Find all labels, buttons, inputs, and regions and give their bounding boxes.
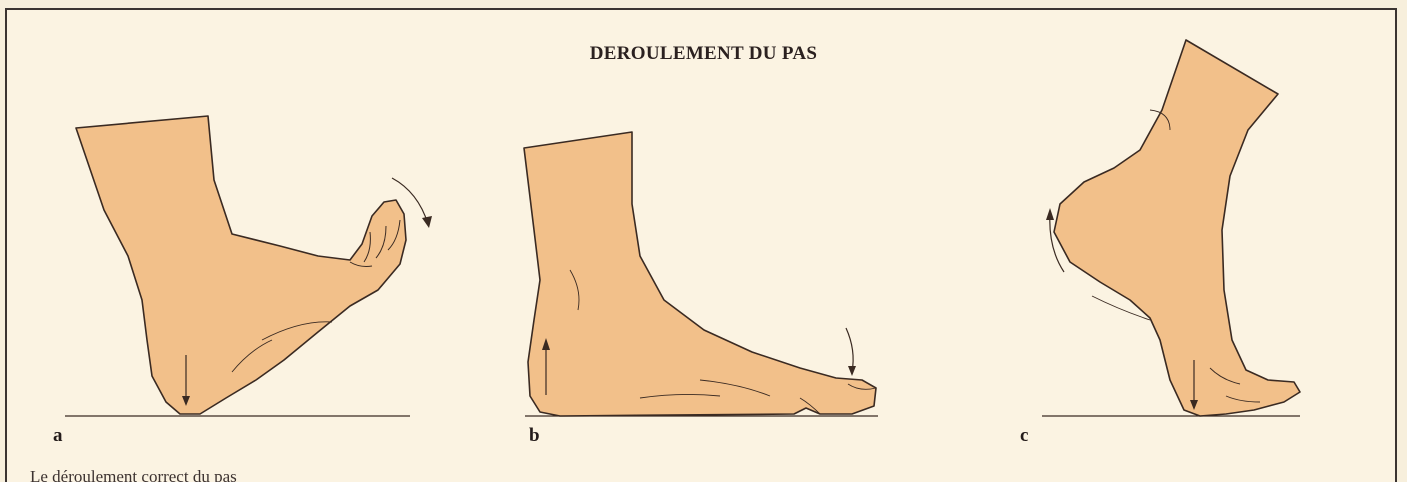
foot-c <box>1042 40 1300 416</box>
panel-label-a: a <box>53 425 63 447</box>
panel-label-b: b <box>529 425 540 447</box>
toe-arrowhead-b <box>848 366 856 376</box>
panel-label-c: c <box>1020 425 1028 447</box>
rotation-arrowhead-a <box>422 216 432 228</box>
figure-caption: Le déroulement correct du pas <box>30 467 237 482</box>
foot-c-shape <box>1054 40 1300 416</box>
heel-arrowhead-c <box>1046 208 1054 220</box>
foot-a <box>65 116 432 416</box>
foot-b <box>524 132 878 416</box>
foot-b-shape <box>524 132 876 416</box>
toe-arrow-b <box>846 328 853 372</box>
